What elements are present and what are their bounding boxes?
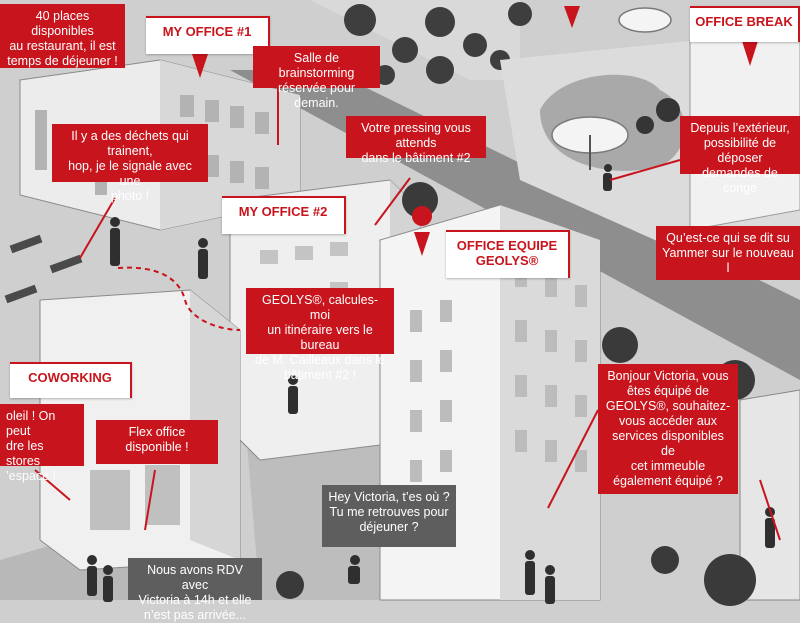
tree-icon — [276, 182, 756, 606]
bubble-brainstorming: Salle de brainstorming réservée pour dem… — [253, 46, 380, 110]
bubble-pressing: Votre pressing vous attends dans le bâti… — [346, 116, 486, 165]
title-coworking: COWORKING — [10, 362, 132, 398]
side-building — [739, 389, 800, 601]
bubble-restaurant: 40 places disponibles au restaurant, il … — [0, 4, 125, 68]
bubble-bonjour: Bonjour Victoria, vous êtes équipé de GE… — [598, 364, 738, 494]
title-my-office-2: MY OFFICE #2 — [222, 196, 346, 234]
title-office-break: OFFICE BREAK — [690, 6, 800, 42]
bubble-hey-victoria: Hey Victoria, t’es où ? Tu me retrouves … — [322, 485, 456, 547]
bench-icon — [4, 234, 83, 304]
palm-tree-icon — [636, 98, 680, 134]
bubble-itineraire: GEOLYS®, calcules-moi un itinéraire vers… — [246, 288, 394, 382]
city-scene — [0, 0, 800, 606]
bubble-exterieur: Depuis l’extérieur, possibilité de dépos… — [680, 116, 800, 195]
bubble-rdv: Nous avons RDV avec Victoria à 14h et el… — [128, 558, 262, 622]
bubble-yammer: Qu’est-ce qui se dit su Yammer sur le no… — [656, 226, 800, 280]
tree-icon — [344, 2, 532, 85]
title-office-equipe: OFFICE EQUIPE GEOLYS® — [446, 230, 570, 278]
bubble-soleil: oleil ! On peut dre les stores ’espace ! — [0, 404, 84, 483]
bubble-dechets: Il y a des déchets qui trainent, hop, je… — [52, 124, 208, 203]
person-icon — [87, 164, 775, 604]
bubble-flex-office: Flex office disponible ! — [96, 420, 218, 464]
title-my-office-1: MY OFFICE #1 — [146, 16, 270, 54]
parasol-icon — [551, 7, 672, 170]
itinerary-path — [117, 266, 241, 331]
